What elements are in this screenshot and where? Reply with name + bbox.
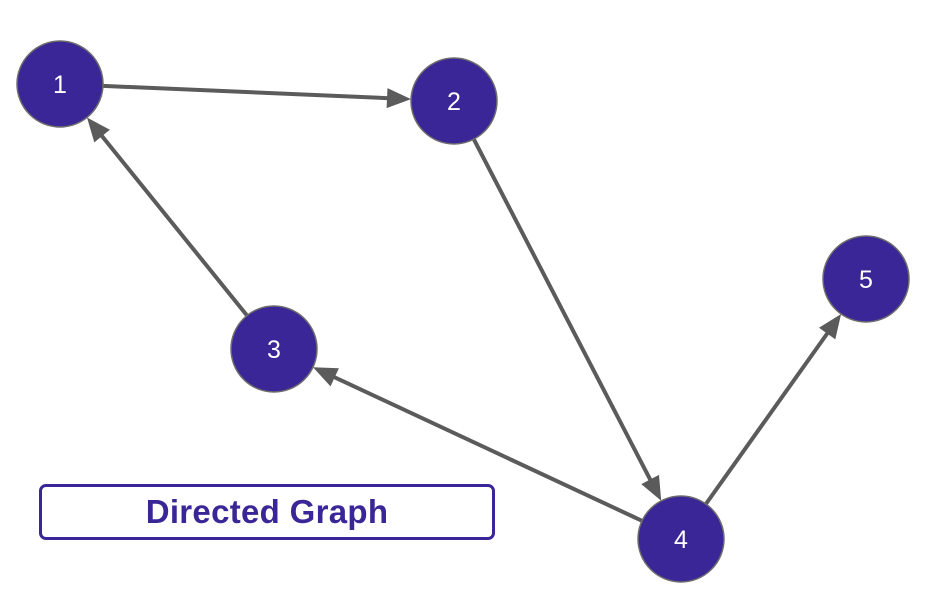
node-circle bbox=[822, 235, 910, 323]
node-circle bbox=[410, 57, 498, 145]
nodes-layer: 1 2 3 4 5 bbox=[16, 40, 910, 583]
edge-line bbox=[98, 132, 249, 318]
edge-2-to-4 bbox=[471, 137, 662, 501]
node-label: 2 bbox=[447, 88, 461, 116]
graph-node-4: 4 bbox=[637, 495, 725, 583]
arrowhead-icon bbox=[313, 367, 339, 387]
edge-line bbox=[471, 137, 654, 484]
graph-node-3: 3 bbox=[230, 305, 318, 393]
graph-node-2: 2 bbox=[410, 57, 498, 145]
node-circle bbox=[230, 305, 318, 393]
node-label: 4 bbox=[674, 526, 688, 554]
edge-3-to-1 bbox=[87, 117, 249, 318]
graph-title-box: Directed Graph bbox=[39, 484, 495, 540]
node-circle bbox=[637, 495, 725, 583]
arrowhead-icon bbox=[386, 88, 411, 109]
edge-1-to-2 bbox=[101, 83, 411, 109]
node-label: 1 bbox=[53, 71, 67, 99]
arrowhead-icon bbox=[819, 314, 842, 340]
node-circle bbox=[16, 40, 104, 128]
edge-line bbox=[703, 330, 831, 506]
edge-4-to-3 bbox=[313, 367, 644, 523]
graph-title: Directed Graph bbox=[145, 493, 389, 530]
arrowhead-icon bbox=[87, 117, 110, 143]
graph-node-1: 1 bbox=[16, 40, 104, 128]
node-label: 3 bbox=[267, 336, 281, 364]
arrowhead-icon bbox=[641, 474, 662, 501]
node-label: 5 bbox=[859, 266, 873, 294]
graph-node-5: 5 bbox=[822, 235, 910, 323]
edge-4-to-5 bbox=[703, 314, 842, 506]
edge-line bbox=[101, 83, 392, 101]
edges-layer bbox=[87, 83, 842, 523]
edge-line bbox=[330, 374, 644, 523]
